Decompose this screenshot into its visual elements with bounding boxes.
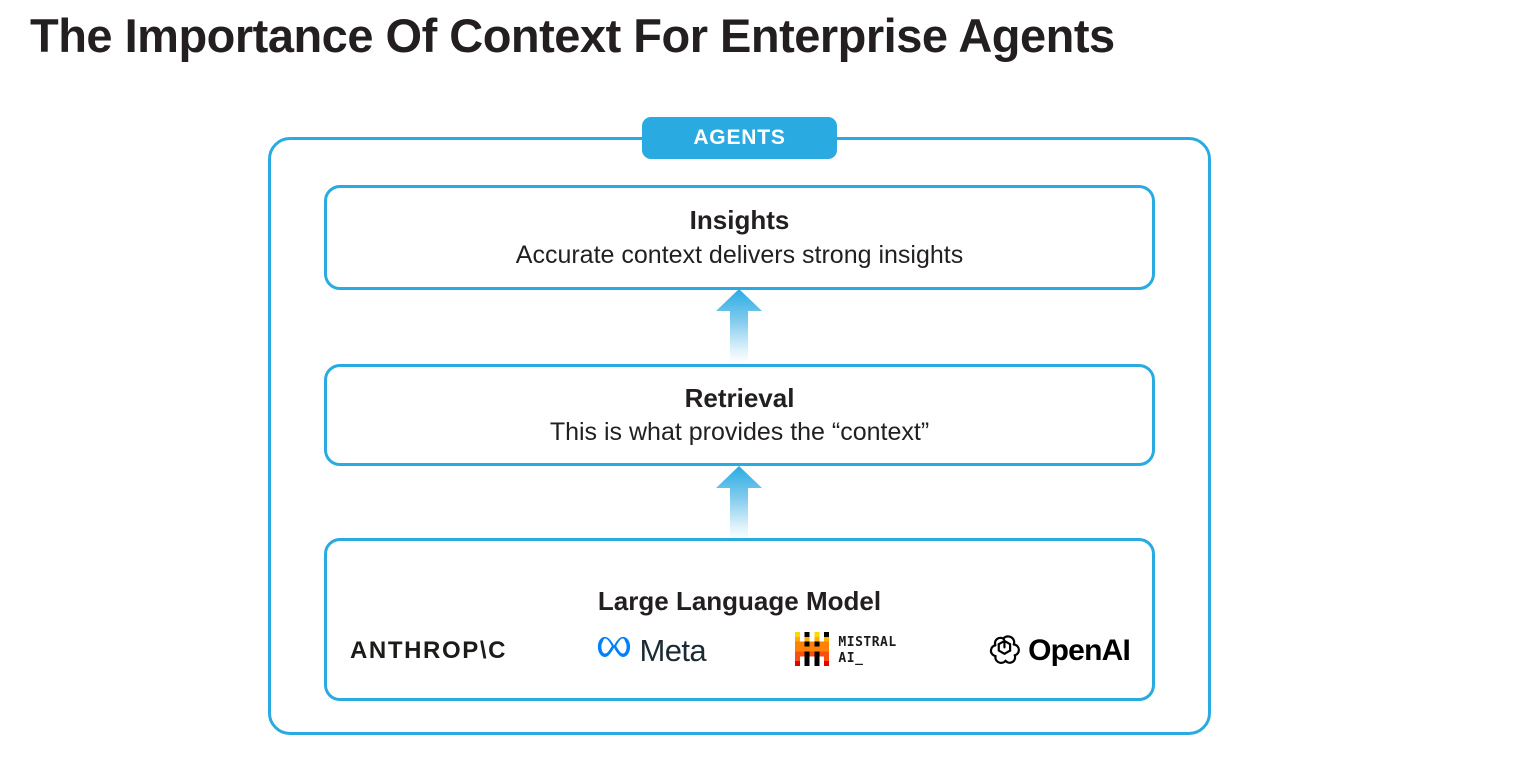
layer-subtitle-retrieval: This is what provides the “context” — [549, 418, 930, 446]
layer-title-retrieval: Retrieval — [684, 382, 795, 413]
arrow-retrieval-to-insights-icon — [715, 289, 763, 363]
anthropic-wordmark: ANTHROP\C — [350, 637, 508, 664]
mistral-wordmark: MISTRAL AI_ — [838, 635, 896, 668]
layer-box-insights: Insights Accurate context delivers stron… — [324, 185, 1155, 290]
openai-wordmark: OpenAI — [1028, 634, 1131, 667]
arrow-llm-to-retrieval-icon — [715, 466, 763, 540]
logo-meta: Meta — [596, 628, 707, 674]
mistral-mark-icon — [795, 631, 830, 671]
logo-openai: OpenAI — [986, 628, 1131, 674]
meta-infinity-icon — [596, 636, 632, 667]
logo-mistral: MISTRAL AI_ — [795, 628, 896, 674]
layer-box-llm: Large Language Model — [324, 538, 1155, 701]
meta-wordmark: Meta — [639, 633, 707, 668]
mistral-wordmark-line2: AI_ — [838, 651, 864, 666]
openai-blossom-icon — [986, 631, 1022, 672]
page-title: The Importance Of Context For Enterprise… — [30, 9, 1115, 62]
layer-subtitle-insights: Accurate context delivers strong insight… — [515, 240, 964, 269]
layer-title-llm: Large Language Model — [597, 586, 882, 617]
layer-box-retrieval: Retrieval This is what provides the “con… — [324, 364, 1155, 466]
agents-badge: AGENTS — [642, 117, 837, 159]
logo-anthropic: ANTHROP\C — [350, 628, 507, 674]
model-vendor-logo-row: ANTHROP\C Meta — [350, 622, 1131, 680]
layer-title-insights: Insights — [689, 205, 790, 235]
mistral-wordmark-line1: MISTRAL — [838, 634, 897, 650]
